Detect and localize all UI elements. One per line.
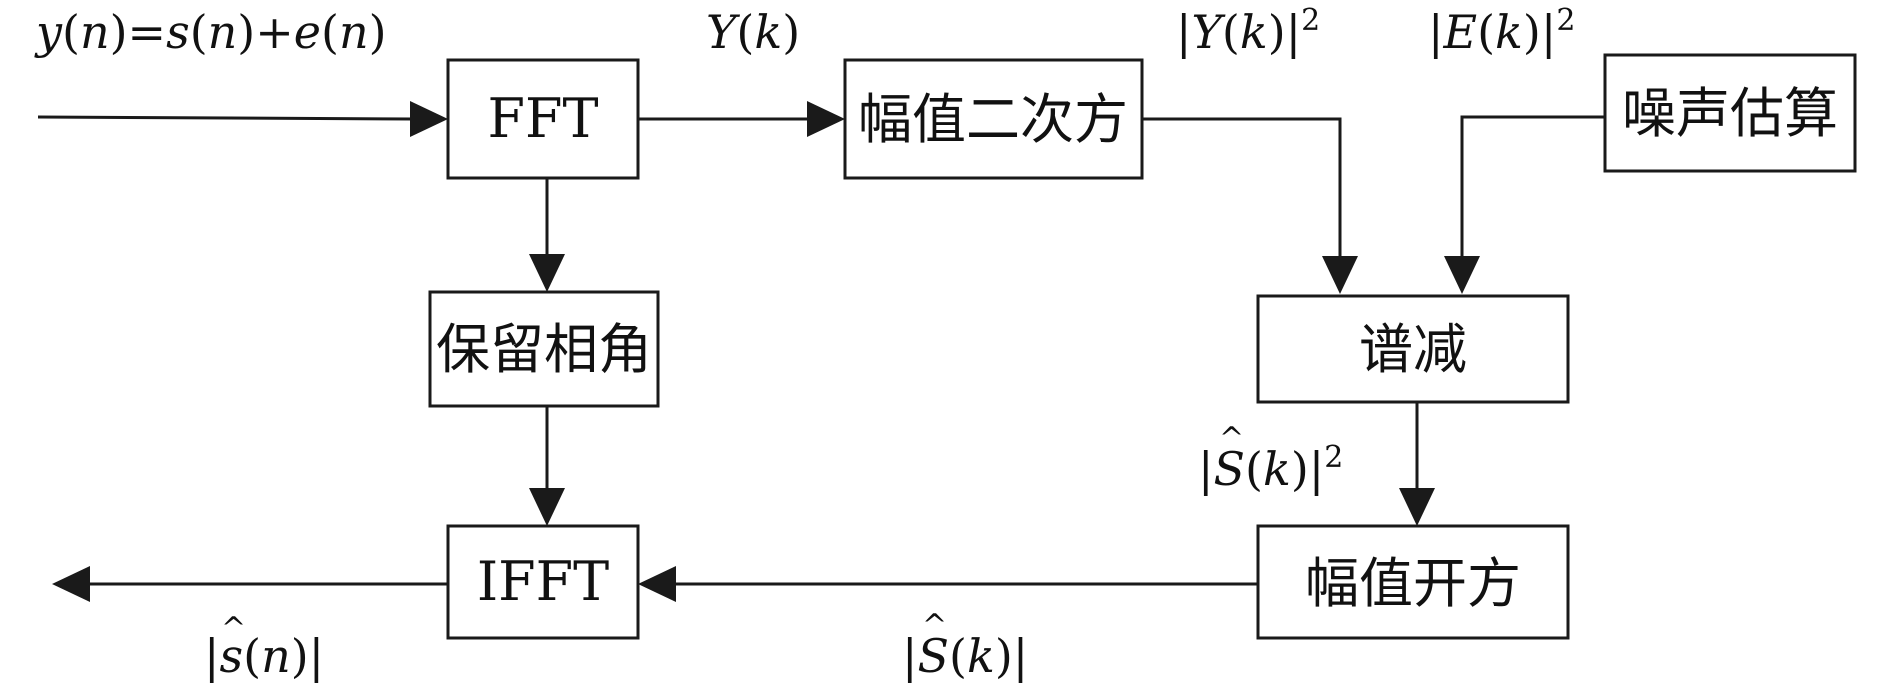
- power-to-subtraction-arrow: [1142, 117, 1358, 294]
- fft-block: FFT: [446, 58, 640, 180]
- spectral-subtraction-block-label: 谱减: [1359, 318, 1467, 381]
- clean-power-hat: ^: [1219, 421, 1244, 456]
- noise-estimate-block: 噪声估算: [1603, 53, 1857, 173]
- ifft-block: IFFT: [446, 524, 640, 640]
- fft-to-magnitude-square-arrow: [638, 101, 845, 137]
- svg-text:|s(n)|: |s(n)|: [204, 629, 324, 683]
- magnitude-sqrt-block-label: 幅值开方: [1305, 552, 1521, 615]
- magnitude-square-block: 幅值二次方: [843, 58, 1144, 180]
- fft-to-keep-phase-arrow: [529, 178, 565, 292]
- svg-text:|S(k)|: |S(k)|: [902, 629, 1028, 683]
- clean-magnitude-hat: ^: [922, 608, 947, 643]
- input-signal-label: y(n)=s(n)+e(n): [34, 5, 387, 59]
- noise-estimate-block-label: 噪声估算: [1622, 82, 1838, 145]
- magnitude-square-block-label: 幅值二次方: [858, 88, 1128, 151]
- keep-phase-block: 保留相角: [428, 290, 660, 408]
- ifft-to-output-arrow: [52, 566, 448, 602]
- power-spectrum-label: |Y(k)|2: [1176, 3, 1320, 59]
- noise-power-label: |E(k)|2: [1428, 3, 1575, 59]
- keep-phase-to-ifft-arrow: [529, 406, 565, 526]
- output-signal-label: |s(n)| ^: [204, 611, 324, 683]
- spectral-subtraction-block: 谱减: [1256, 294, 1570, 404]
- fft-block-label: FFT: [488, 87, 599, 150]
- fft-output-label: Y(k): [706, 5, 800, 59]
- svg-text:|S(k)|2: |S(k)|2: [1198, 440, 1343, 496]
- noise-to-subtraction-arrow: [1444, 115, 1605, 294]
- clean-magnitude-label: |S(k)| ^: [902, 608, 1028, 683]
- keep-phase-block-label: 保留相角: [436, 318, 652, 381]
- ifft-block-label: IFFT: [477, 550, 609, 613]
- sqrt-to-ifft-arrow: [638, 566, 1258, 602]
- input-to-fft-arrow: [37, 101, 448, 137]
- subtraction-to-sqrt-arrow: [1399, 402, 1435, 526]
- clean-power-label: |S(k)|2 ^: [1198, 421, 1343, 496]
- magnitude-sqrt-block: 幅值开方: [1256, 524, 1570, 640]
- output-signal-hat: ^: [221, 611, 246, 646]
